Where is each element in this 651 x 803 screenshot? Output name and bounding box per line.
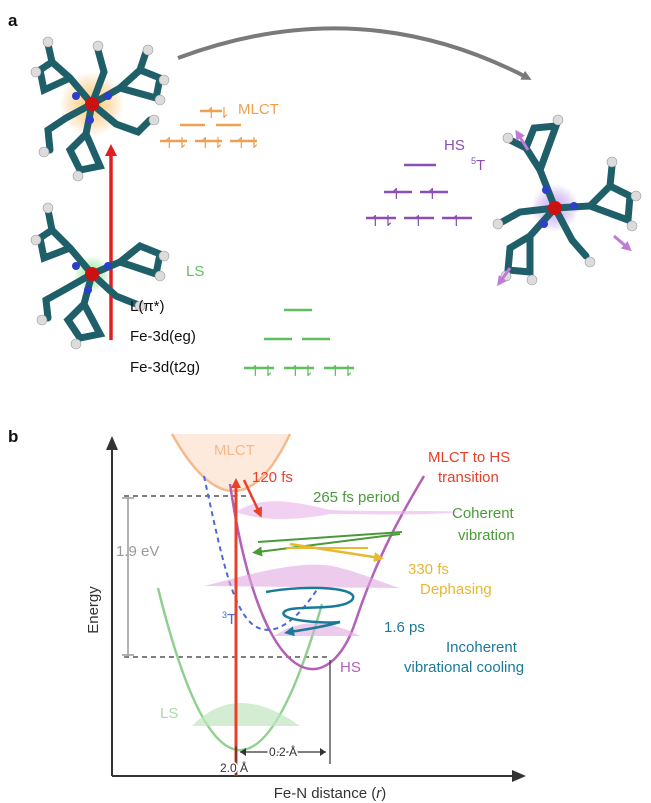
mlct-curve-label: MLCT [214,442,255,459]
annotation-vibration: vibration [458,527,515,544]
svg-text:↿⇂: ↿⇂ [249,363,274,380]
mlct-potential-curve [170,433,292,492]
svg-text:↿: ↿ [412,213,425,230]
mlct-well-fill [172,434,290,491]
ls-label: LS [186,263,204,280]
svg-text:↿⇂: ↿⇂ [369,213,394,230]
dephasing-arrow [289,542,384,563]
svg-text:↿: ↿ [450,213,463,230]
panel-b-label: b [8,427,18,446]
ls-potential-curve [156,587,324,752]
annotation-incoherent: Incoherent [446,639,518,656]
hs-energy-levels [366,163,472,220]
ls-distance-label: 2.0 Å [220,760,248,775]
transition-curve-arrow [177,26,532,80]
green-return-arrow [252,533,401,557]
annotation-vibrational-cooling: vibrational cooling [404,659,524,676]
mlct-molecule-image [30,36,170,182]
svg-text:↿⇂: ↿⇂ [199,135,224,152]
panel-a-label: a [8,11,18,30]
wavepacket-bottom [274,623,360,636]
hs-potential-curve [228,475,426,671]
y-axis-label: Energy [85,586,102,634]
energy-gap-label: 1.9 eV [116,543,159,560]
svg-text:↿⇂: ↿⇂ [289,363,314,380]
annotation-1-6ps: 1.6 ps [384,619,425,636]
svg-text:↿⇂: ↿⇂ [163,135,188,152]
hs-state-label: 5T [471,156,485,174]
hs-electrons: ↿ ↿ ↿⇂ ↿ ↿ [369,186,463,230]
mlct-electrons: ↿⇂ ↿⇂ ↿⇂ ↿⇂ [163,105,260,152]
triplet-curve-label: 3T [222,610,236,628]
annotation-dephasing: Dephasing [420,581,492,598]
ls-energy-levels [244,308,354,370]
ls-molecule-image [30,202,170,350]
mlct-label: MLCT [238,101,279,118]
mlct-energy-levels [160,109,257,143]
mlct-to-hs-arrow [242,479,262,518]
annotation-120fs: 120 fs [252,469,293,486]
svg-text:↿: ↿ [390,186,403,203]
svg-text:↿⇂: ↿⇂ [235,135,260,152]
t2g-level-label: Fe-3d(t2g) [130,359,200,376]
distance-shift-label: 0.2 Å [269,744,297,759]
wavepacket-top [236,501,462,519]
svg-text:↿: ↿ [426,186,439,203]
eg-level-label: Fe-3d(eg) [130,328,196,345]
annotation-mlct-to-hs: MLCT to HS [428,449,510,466]
annotation-coherent: Coherent [452,505,515,522]
svg-text:↿⇂: ↿⇂ [205,105,230,122]
ls-electrons: ↿⇂ ↿⇂ ↿⇂ [249,363,354,380]
wavepacket-middle [204,564,400,588]
x-axis-label: Fe-N distance (r) [274,785,387,802]
hs-label: HS [444,137,465,154]
ligand-level-label: L(π*) [130,298,165,315]
hs-curve-label: HS [340,659,361,676]
hs-molecule-image [492,114,642,287]
ls-wavepacket [192,703,300,726]
svg-text:↿⇂: ↿⇂ [329,363,354,380]
annotation-transition: transition [438,469,499,486]
annotation-330fs: 330 fs [408,561,449,578]
annotation-period: 265 fs period [313,489,400,506]
coherent-line [257,531,403,543]
ls-curve-label: LS [160,705,178,722]
triplet-curve [203,475,319,631]
incoherent-cooling-path [265,586,355,637]
